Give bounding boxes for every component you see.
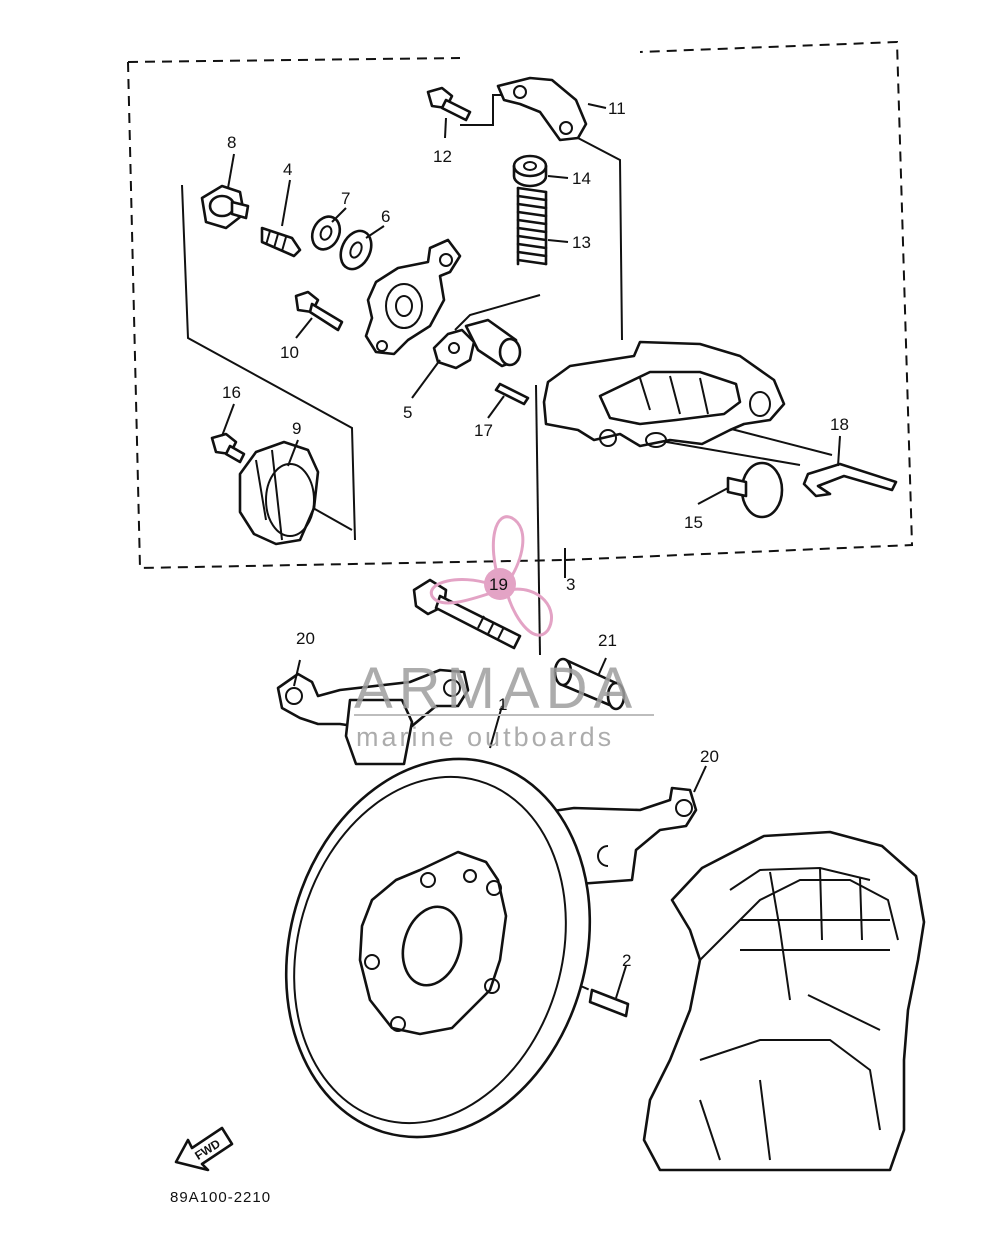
watermark-brand: ARMADA: [354, 656, 638, 721]
callout-12: 12: [433, 147, 452, 166]
callout-18: 18: [830, 415, 849, 434]
part-2-key: [588, 988, 630, 1018]
part-10-bolt: [294, 290, 344, 332]
callout-20-right: 20: [700, 747, 719, 766]
armada-watermark: ARMADA marine outboards: [354, 515, 654, 752]
leader-lines: [221, 103, 841, 999]
forward-direction-arrow: FWD: [174, 1126, 234, 1172]
part-16-bolt: [210, 432, 246, 464]
callout-6: 6: [381, 207, 390, 226]
watermark-rule: [354, 714, 654, 716]
callout-7: 7: [341, 189, 350, 208]
part-13-spring: [516, 186, 548, 266]
part-12-bolt: [426, 86, 472, 122]
part-21-collar: [553, 657, 626, 711]
lever-housing: [542, 340, 786, 448]
part-7-washer: [310, 215, 342, 251]
diagram-part-number: 89A100-2210: [170, 1189, 271, 1206]
callout-2: 2: [622, 951, 631, 970]
callout-9: 9: [292, 419, 301, 438]
callout-1: 1: [498, 695, 507, 714]
part-18-clip: [802, 462, 898, 498]
callout-19: 19: [489, 575, 508, 594]
callout-labels: 8 4 7 6 10 5 17 12 11 14 13 16 9 18 15 3…: [222, 99, 849, 970]
part-1-friction-disc: [284, 757, 592, 1139]
assembly-boundary: [127, 40, 914, 578]
callout-4: 4: [283, 160, 292, 179]
callout-16: 16: [222, 383, 241, 402]
callout-11: 11: [608, 99, 626, 118]
part-5-cam-lever: [432, 318, 522, 370]
callout-15: 15: [684, 513, 703, 532]
callout-13: 13: [572, 233, 591, 252]
watermark-tagline: marine outboards: [356, 722, 614, 752]
part-17-pin: [494, 382, 530, 406]
callout-8: 8: [227, 133, 236, 152]
part-14-spring-seat: [512, 154, 548, 188]
callout-21: 21: [598, 631, 617, 650]
part-6-washer: [339, 229, 373, 271]
callout-17: 17: [474, 421, 493, 440]
part-11-lock-plate: [496, 76, 588, 142]
part-9-cover: [238, 440, 320, 546]
part-15-pivot-pin: [726, 461, 784, 519]
mounting-frame: [642, 830, 926, 1172]
part-19-bolt: [412, 578, 522, 650]
callout-10: 10: [280, 343, 299, 362]
propeller-logo: [429, 515, 554, 637]
part-4-adjuster-screw: [260, 226, 302, 258]
bracket-plate: [364, 238, 462, 356]
callout-14: 14: [572, 169, 591, 188]
callout-3: 3: [566, 575, 575, 594]
callout-5: 5: [403, 403, 412, 422]
callout-20-left: 20: [296, 629, 315, 648]
part-8-cap-nut: [200, 184, 250, 230]
